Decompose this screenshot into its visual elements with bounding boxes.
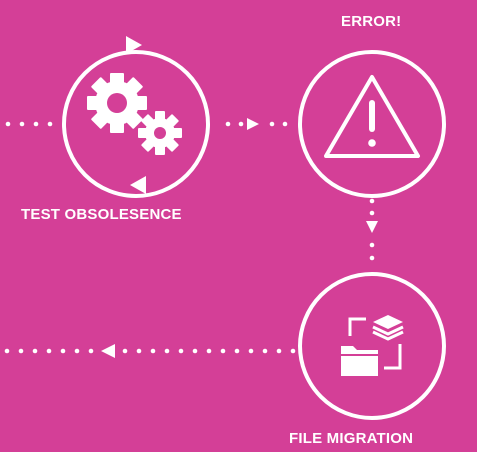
connector-migration-to-left: [4, 344, 296, 358]
arrow-right-icon: [247, 118, 259, 130]
label-error: ERROR!: [341, 13, 402, 30]
node-file-migration: [298, 272, 446, 420]
connector-gears-to-error: [225, 118, 288, 130]
node-test-obsolesence: [62, 36, 210, 198]
node-error: [298, 50, 446, 198]
file-migration-icon: [341, 315, 404, 376]
node-circle: [298, 50, 446, 198]
warning-triangle-icon: [324, 75, 420, 158]
label-file-migration: FILE MIGRATION: [289, 430, 414, 447]
arrow-down-icon: [366, 221, 378, 233]
refresh-arrow-top-icon: [126, 36, 142, 54]
node-circle: [62, 50, 210, 198]
gears-icon: [87, 73, 182, 155]
refresh-arrow-bottom-icon: [130, 176, 146, 194]
label-test-obsolesence: TEST OBSOLESENCE: [21, 206, 182, 223]
node-circle: [298, 272, 446, 420]
connector-error-to-migration: [366, 198, 378, 261]
arrow-left-icon: [101, 344, 115, 358]
connector-left-top: [5, 121, 53, 127]
